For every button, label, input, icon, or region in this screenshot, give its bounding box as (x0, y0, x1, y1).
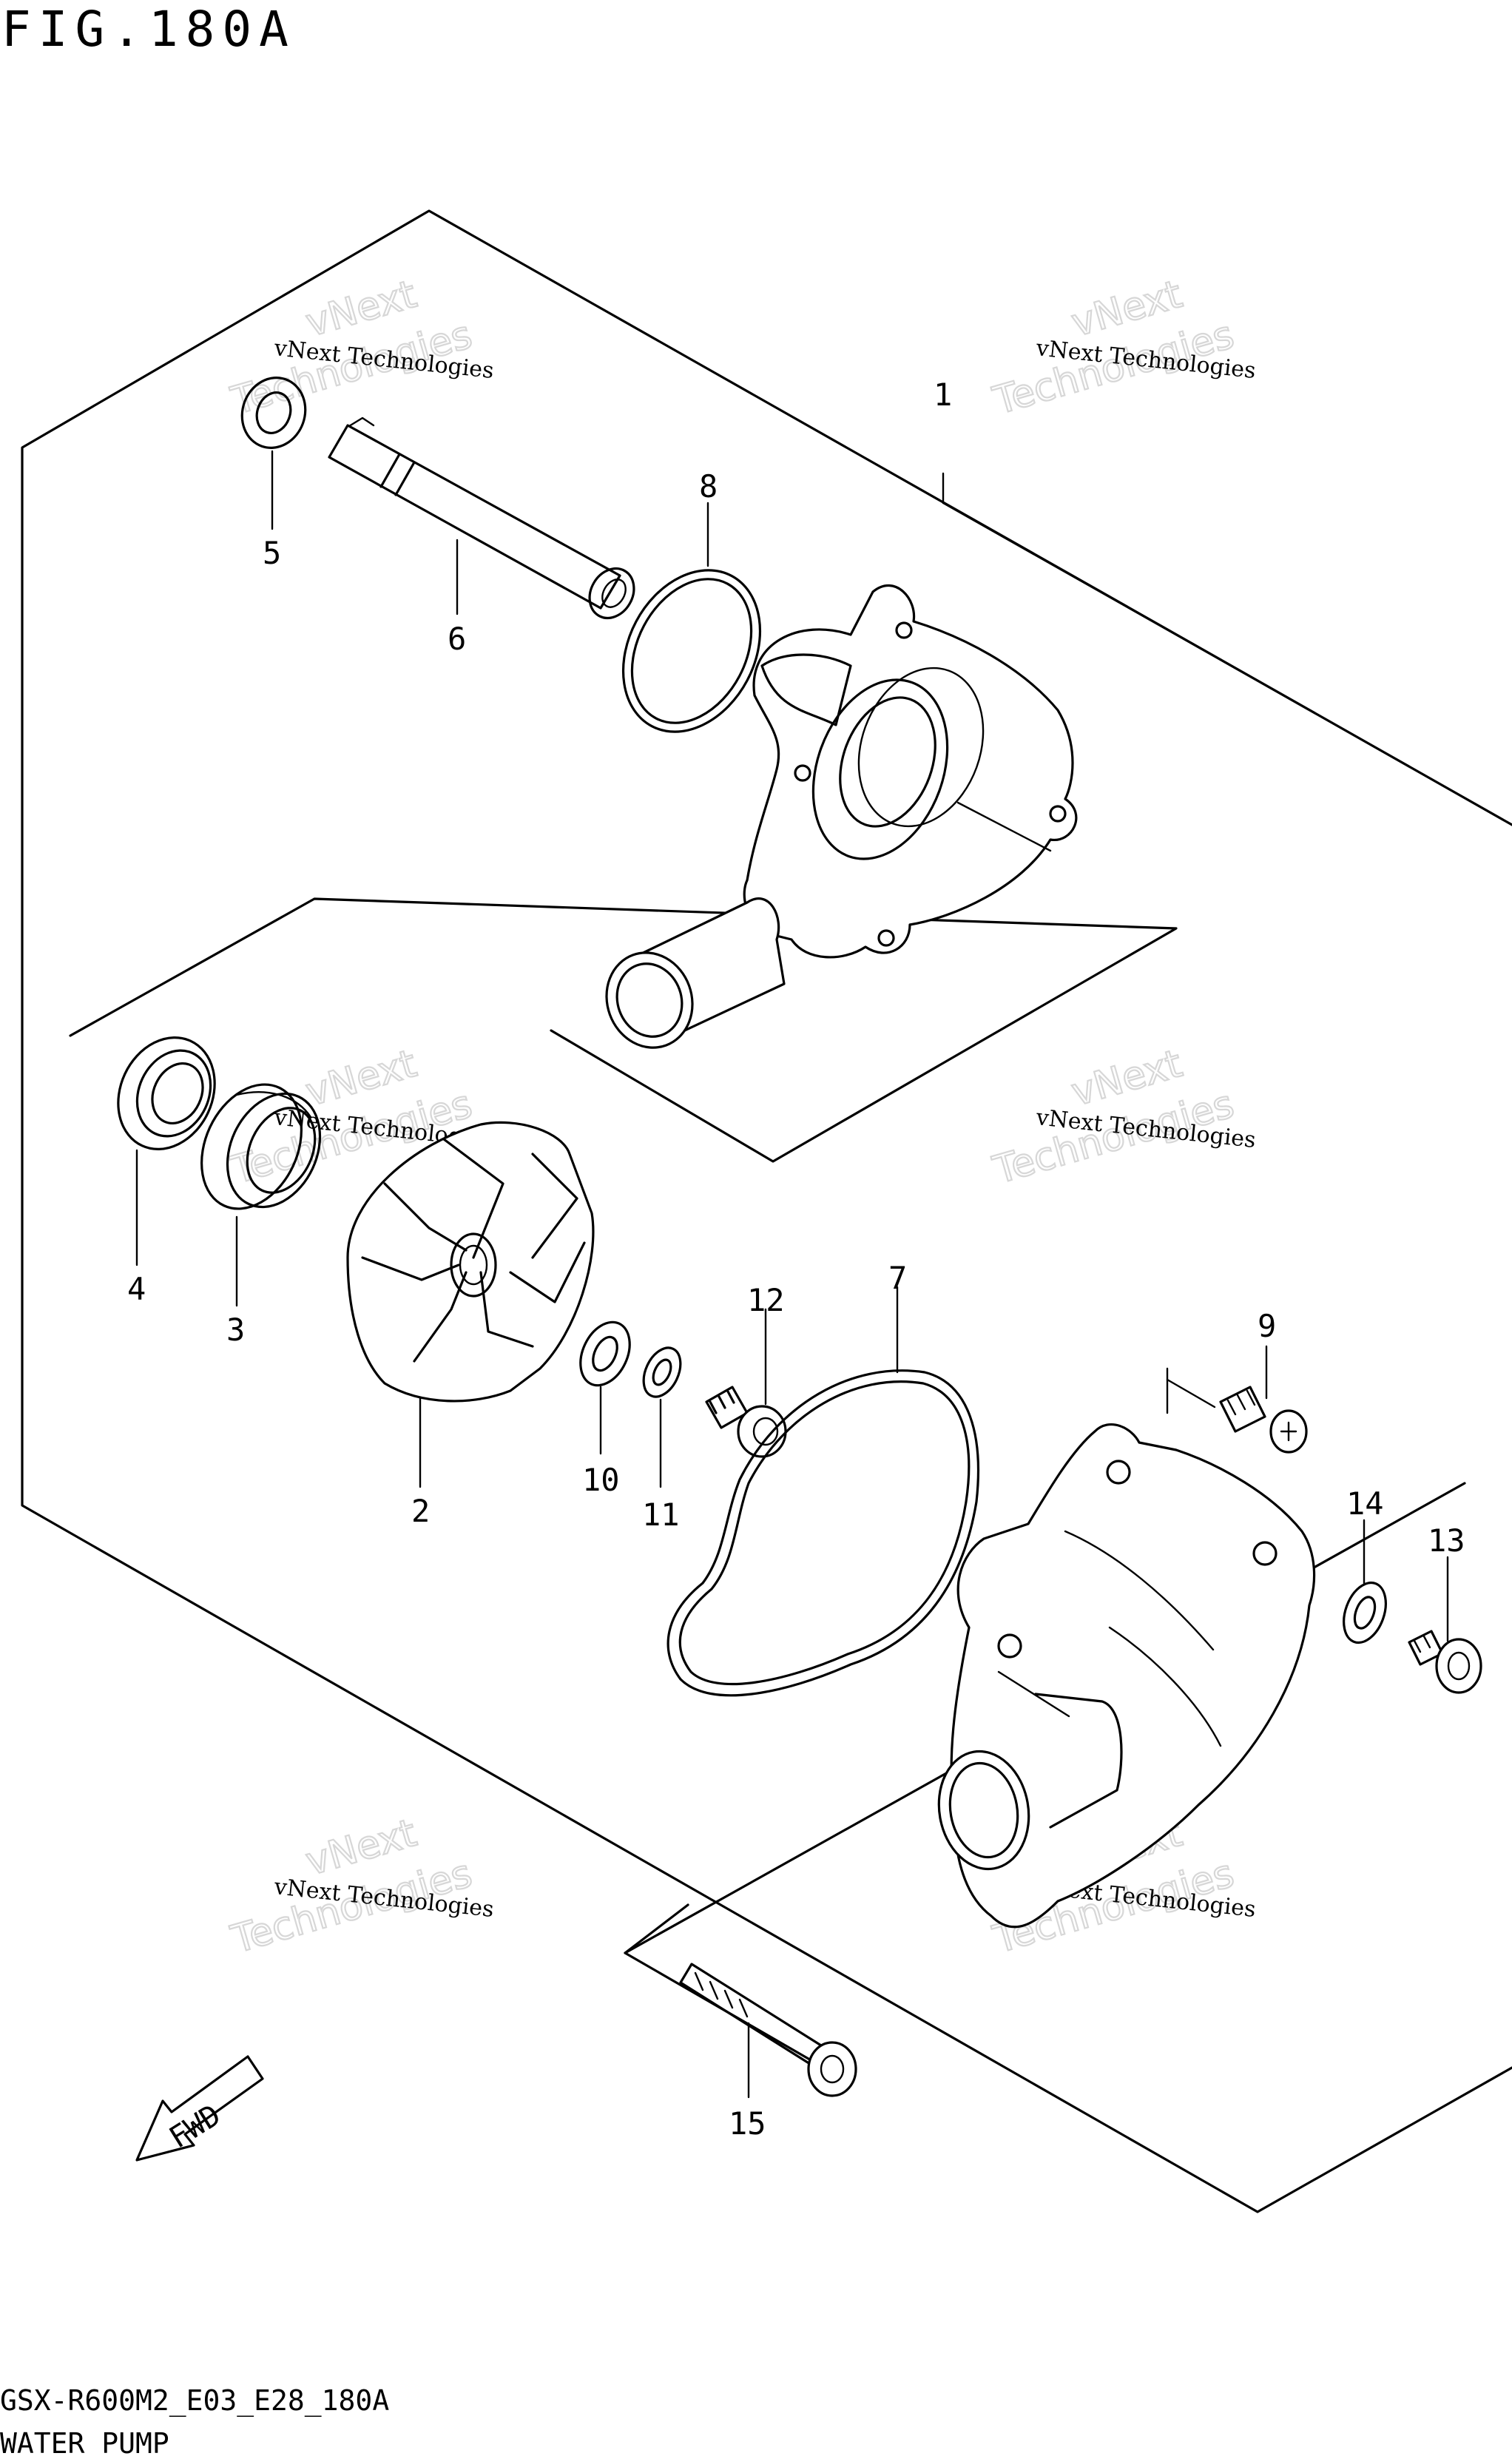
callout-1: 1 (934, 377, 952, 413)
callout-10: 10 (582, 1462, 620, 1498)
part-8-o-ring (621, 502, 762, 733)
part-1-pump-body (605, 472, 1512, 1049)
callout-14: 14 (1346, 1485, 1384, 1522)
part-3-mechanical-seal (200, 1083, 322, 1307)
callout-12: 12 (747, 1282, 785, 1318)
sub-assembly-frame-lower-left (624, 1903, 819, 2065)
part-15-long-bolt (679, 1963, 857, 2099)
part-11-washer (642, 1346, 682, 1488)
part-4-oil-seal (117, 1036, 216, 1266)
assembly-frame-outer (21, 209, 1512, 2213)
sub-assembly-frame-upper (69, 897, 1178, 1163)
callout-11: 11 (642, 1497, 680, 1533)
callout-8: 8 (699, 468, 718, 505)
part-2-impeller (346, 1121, 595, 1488)
part-14-washer (1343, 1519, 1387, 1644)
callout-6: 6 (448, 621, 466, 657)
part-12-bolt (705, 1308, 787, 1458)
callout-7: 7 (888, 1260, 907, 1296)
section-name: WATER PUMP (0, 2427, 169, 2456)
callout-3: 3 (226, 1312, 245, 1348)
callout-5: 5 (263, 535, 281, 571)
watermark-bottom-left: vNext Technologies vNext Technologies (226, 1810, 495, 1963)
watermark-mid-right: vNext Technologies vNext Technologies (988, 1041, 1257, 1194)
part-7-gasket (666, 1286, 979, 1697)
part-13-flange-bolt (1408, 1556, 1482, 1694)
model-code: GSX-R600M2_E03_E28_180A (0, 2384, 389, 2418)
callout-13: 13 (1428, 1522, 1465, 1559)
fwd-direction-arrow: FWD (135, 2055, 264, 2162)
part-6-shaft (328, 416, 635, 619)
watermark-top-left: vNext Technologies vNext Technologies (226, 271, 495, 425)
callout-4: 4 (127, 1271, 146, 1307)
callout-9: 9 (1258, 1308, 1276, 1344)
callout-2: 2 (411, 1493, 430, 1529)
part-5-washer (240, 377, 307, 530)
part-9-screw (1166, 1345, 1308, 1454)
pump-cover (937, 1423, 1316, 1929)
watermark-top-right: vNext Technologies vNext Technologies (988, 271, 1257, 425)
figure-title: FIG.180A (1, 1, 296, 58)
part-10-washer (579, 1320, 631, 1455)
callout-15: 15 (729, 2105, 766, 2142)
